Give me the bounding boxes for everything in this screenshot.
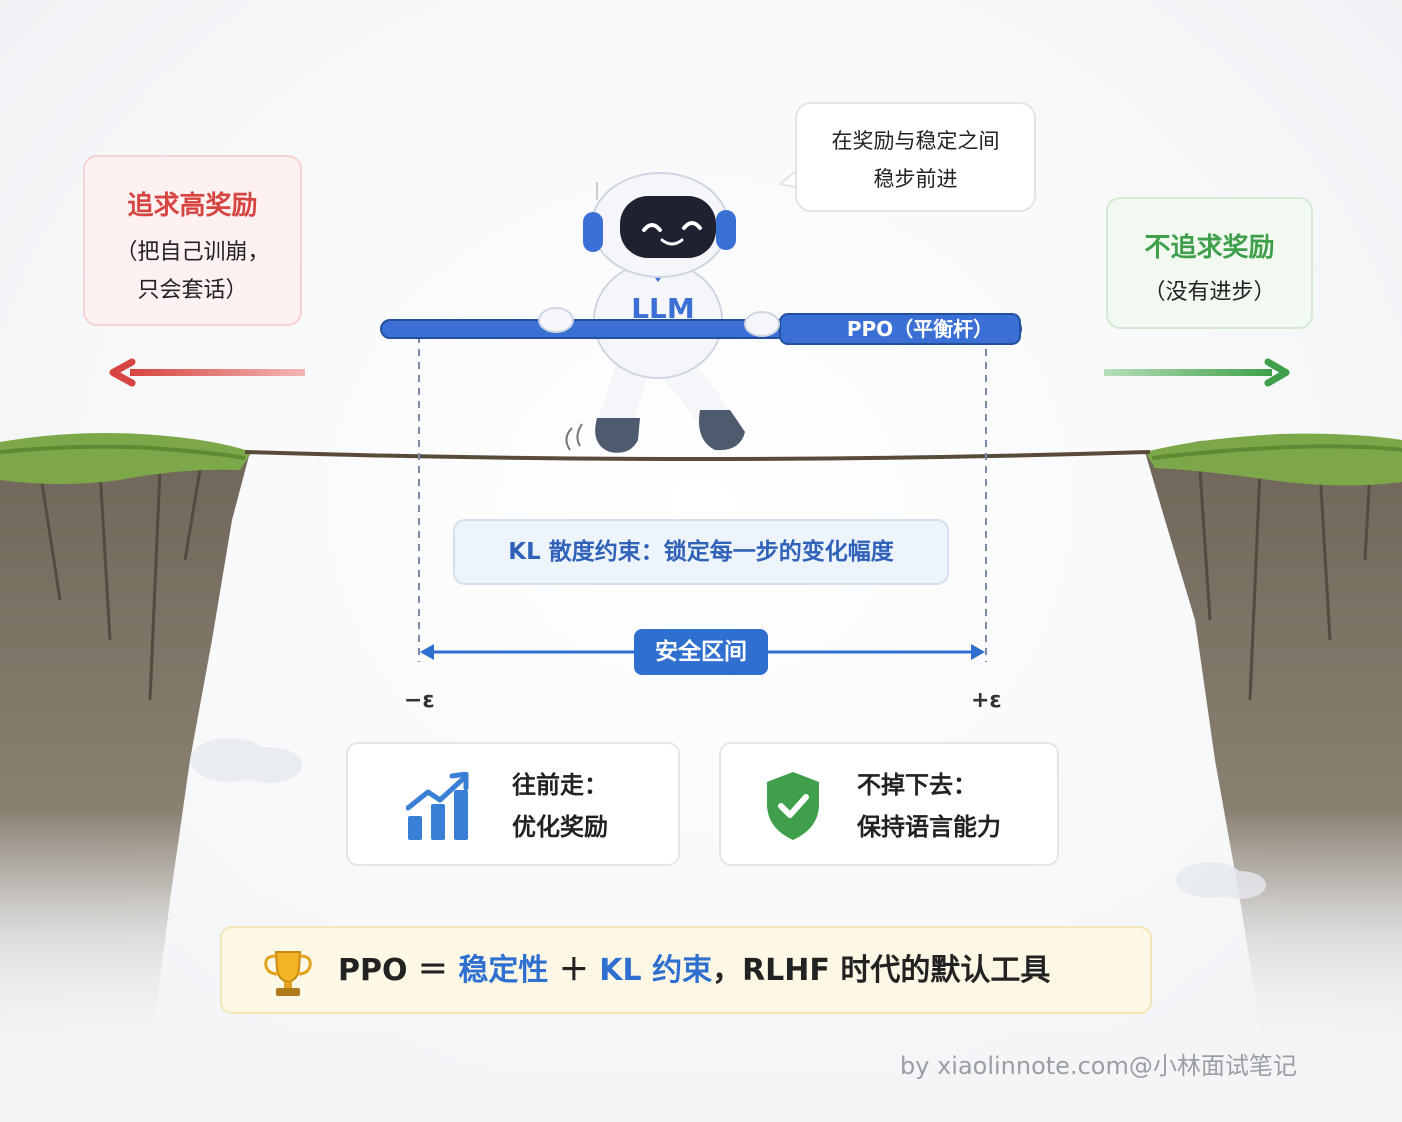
forward-card: 往前走： 优化奖励 [346,742,680,866]
safety-line1: 不掉下去： [857,771,977,799]
safe-zone-label: 安全区间 [634,629,768,675]
safety-line2: 保持语言能力 [857,813,1001,841]
speech-bubble: 在奖励与稳定之间 稳步前进 [795,102,1036,212]
cloud [190,738,1266,899]
banner-text: PPO ＝ 稳定性 ＋ KL 约束，RLHF 时代的默认工具 [338,928,1050,1014]
ppo-pole-label: PPO（平衡杆） [846,317,994,341]
banner-part2: 稳定性 [458,953,549,988]
plus-epsilon-label: +ε [971,688,1002,713]
bubble-line1: 在奖励与稳定之间 [831,129,1000,153]
banner-part1: PPO ＝ [338,953,459,988]
bubble-line2: 稳步前进 [873,167,958,191]
summary-banner: PPO ＝ 稳定性 ＋ KL 约束，RLHF 时代的默认工具 [220,926,1152,1014]
trophy-icon [264,951,312,996]
right-box-title: 不追求奖励 [1144,233,1275,263]
left-box-line2: 只会套话） [137,278,248,303]
right-box-line1: （没有进步） [1143,280,1276,305]
forward-line1: 往前走： [512,771,608,799]
forward-line2: 优化奖励 [512,813,608,841]
ppo-balance-pole [380,307,1022,345]
right-arrow [1104,358,1290,387]
tightrope [244,450,1151,461]
right-stagnation-box: 不追求奖励 （没有进步） [1106,197,1313,329]
growth-chart-icon [406,772,469,840]
left-box-line1: （把自己训崩， [115,240,270,265]
safety-card: 不掉下去： 保持语言能力 [719,742,1059,866]
left-box-title: 追求高奖励 [127,191,258,221]
robot-shirt-text: LLM [631,292,695,325]
banner-part4: KL 约束 [599,953,713,988]
banner-part5: ，RLHF 时代的默认工具 [712,953,1051,988]
kl-constraint-box: KL 散度约束：锁定每一步的变化幅度 [453,519,949,585]
left-danger-box: 追求高奖励 （把自己训崩， 只会套话） [83,155,302,326]
robot-llm [565,172,745,453]
minus-epsilon-label: −ε [404,688,435,713]
footer-credit: by xiaolinnote.com@小林面试笔记 [900,1052,1297,1080]
banner-part3: ＋ [548,953,600,988]
shield-check-icon [767,772,819,840]
left-arrow [109,358,305,387]
